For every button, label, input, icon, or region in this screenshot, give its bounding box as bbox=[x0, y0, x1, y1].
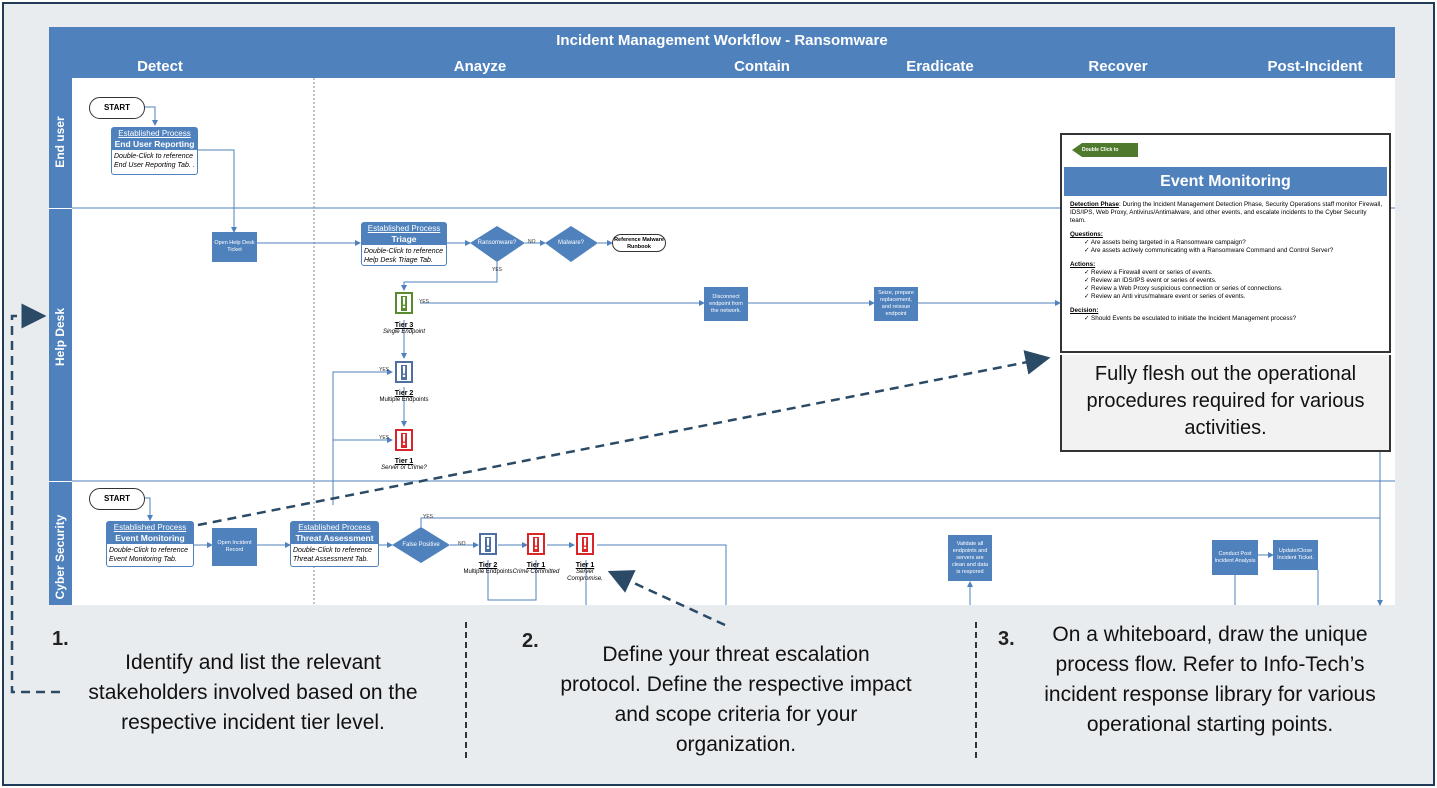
cs-tier1-server-alert-icon: ! bbox=[576, 533, 594, 555]
ransomware-decision: Ransomware? bbox=[477, 240, 517, 246]
step-3-text: On a whiteboard, draw the unique process… bbox=[1044, 623, 1376, 736]
end-user-box-title: End User Reporting bbox=[114, 139, 195, 149]
lane-cyber-security bbox=[49, 482, 72, 605]
phase-analyze: Anayze bbox=[453, 58, 507, 75]
actions-label: Actions: bbox=[1070, 261, 1096, 268]
question-item: Are assets being targeted in a Ransomwar… bbox=[1084, 239, 1384, 247]
no-label-false-positive: NO bbox=[458, 541, 466, 547]
step-divider-2 bbox=[975, 622, 977, 758]
event-monitoring-panel: Double Click to Workflow Event Monitorin… bbox=[1060, 133, 1391, 353]
decision-label: Decision: bbox=[1070, 307, 1099, 314]
threat-box-body: Double-Click to reference Threat Assessm… bbox=[293, 547, 372, 563]
start-terminal-end-user: START bbox=[89, 97, 145, 119]
panel-body: Detection Phase: During the Incident Man… bbox=[1070, 201, 1384, 329]
threat-box-link[interactable]: Established Process bbox=[298, 523, 371, 532]
yes-label-tier1: YES bbox=[379, 435, 390, 441]
false-positive-decision: False Positive bbox=[402, 542, 440, 548]
phase-eradicate: Eradicate bbox=[906, 58, 974, 75]
tier3-alert-icon: ! bbox=[395, 292, 413, 314]
cs-tier2-alert-icon: ! bbox=[479, 533, 497, 555]
question-item: Are assets actively communicating with a… bbox=[1084, 247, 1384, 255]
triage-box-link[interactable]: Established Process bbox=[367, 224, 441, 233]
triage-box-title: Triage bbox=[391, 234, 417, 244]
phase-post-incident: Post-Incident bbox=[1267, 58, 1363, 75]
yes-label-tier3: YES bbox=[419, 299, 430, 305]
tier2-alert-icon: ! bbox=[395, 361, 413, 383]
yes-label-ransomware: YES bbox=[492, 267, 503, 273]
panel-title: Event Monitoring bbox=[1064, 167, 1387, 196]
step-2-text: Define your threat escalation protocol. … bbox=[560, 643, 912, 756]
lane-help-desk bbox=[49, 209, 72, 481]
step-2-number: 2. bbox=[522, 630, 539, 652]
action-item: Review an IDS/IPS event or series of eve… bbox=[1084, 277, 1384, 285]
malware-decision: Malware? bbox=[557, 240, 584, 246]
decision-item: Should Events be esculated to initiate t… bbox=[1084, 315, 1384, 323]
cs-tier1-crime-alert-icon: ! bbox=[527, 533, 545, 555]
disconnect-endpoint-step: Disconnect endpoint from the network. bbox=[704, 287, 748, 321]
questions-label: Questions: bbox=[1070, 231, 1103, 238]
action-item: Review an Anti virus/malware event or se… bbox=[1084, 293, 1384, 301]
event-monitoring-box-link[interactable]: Established Process bbox=[113, 523, 187, 532]
end-user-box-body: Double-Click to reference End User Repor… bbox=[114, 153, 195, 169]
start-terminal-cyber: START bbox=[89, 488, 145, 510]
step-1-number: 1. bbox=[52, 628, 69, 650]
no-label-ransomware: NO bbox=[528, 239, 536, 245]
open-help-desk-ticket-step: Open Help Desk Ticket bbox=[212, 232, 257, 262]
validate-endpoints-step: Validate all endpoints and servers are c… bbox=[948, 535, 992, 581]
action-item: Review a Firewall event or series of eve… bbox=[1084, 269, 1384, 277]
tier1-alert-icon: ! bbox=[395, 429, 413, 451]
phase-header-row bbox=[49, 53, 1395, 78]
phase-contain: Contain bbox=[734, 58, 790, 75]
yes-label-false-positive: YES bbox=[423, 514, 434, 520]
step-1-text: Identify and list the relevant stakehold… bbox=[88, 651, 418, 734]
threat-box-title: Threat Assessment bbox=[295, 533, 374, 543]
step-3-number: 3. bbox=[998, 628, 1015, 650]
detection-phase-text: : During the Incident Management Detecti… bbox=[1070, 201, 1383, 224]
event-monitoring-box-title: Event Monitoring bbox=[115, 533, 185, 543]
diagram-title: Incident Management Workflow - Ransomwar… bbox=[49, 27, 1395, 53]
post-incident-analysis-step: Conduct Post Incident Analysis bbox=[1212, 540, 1258, 575]
lane-end-user bbox=[49, 78, 72, 208]
open-incident-record-step: Open Incident Record bbox=[212, 528, 257, 566]
phase-recover: Recover bbox=[1088, 58, 1148, 75]
end-user-box-link[interactable]: Established Process bbox=[118, 129, 191, 138]
step-divider-1 bbox=[465, 622, 467, 758]
detection-phase-label: Detection Phase bbox=[1070, 201, 1119, 208]
seize-endpoint-step: Seize, prepare replacement, and reissue … bbox=[874, 287, 918, 321]
event-monitoring-box-body: Double-Click to reference Event Monitori… bbox=[109, 547, 188, 563]
malware-runbook-terminal: Reference Malware Runbook bbox=[612, 234, 666, 252]
callout-text: Fully flesh out the operational procedur… bbox=[1060, 355, 1391, 452]
yes-label-tier2: YES bbox=[379, 367, 390, 373]
back-to-workflow-button[interactable]: Double Click to Workflow bbox=[1072, 143, 1138, 157]
update-close-ticket-step: Update/Close Incident Ticket. bbox=[1273, 540, 1318, 570]
phase-detect: Detect bbox=[137, 58, 183, 75]
action-item: Review a Web Proxy suspicious connection… bbox=[1084, 285, 1384, 293]
triage-box-body: Double-Click to reference Help Desk Tria… bbox=[364, 248, 443, 264]
